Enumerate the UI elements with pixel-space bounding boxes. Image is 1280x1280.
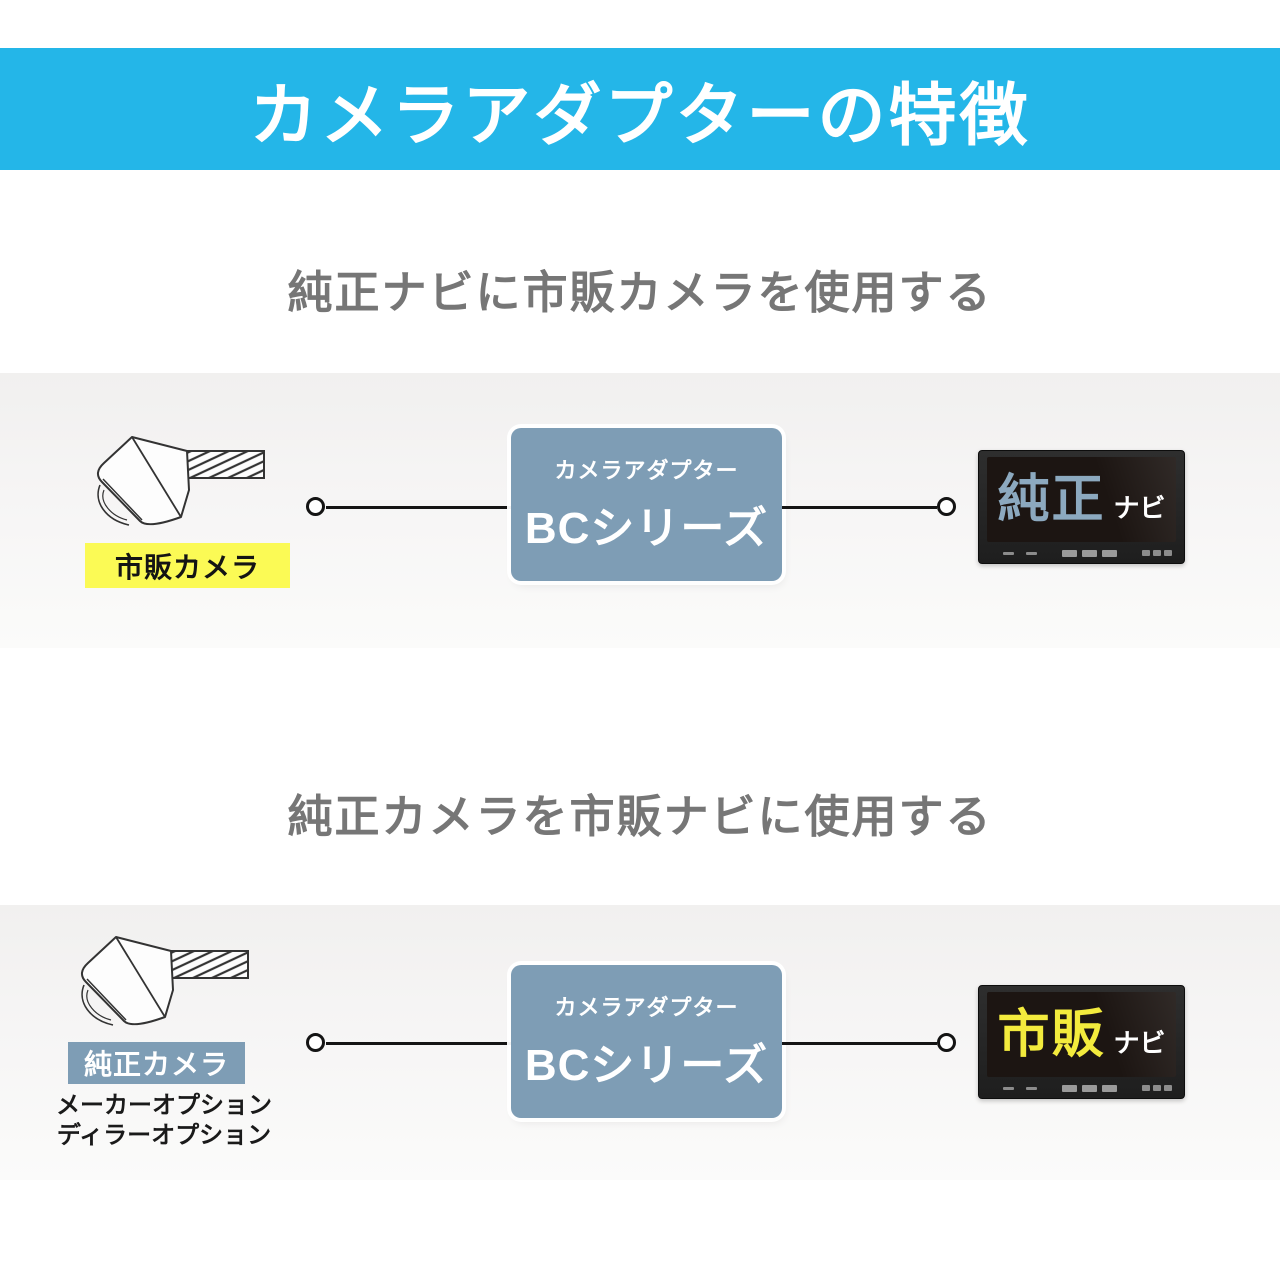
page-title: カメラアダプターの特徴 — [249, 77, 1031, 154]
camera-edge-line — [86, 978, 127, 1021]
navi-suffix-text: ナビ — [1113, 1028, 1166, 1058]
monitor-button — [1102, 549, 1117, 557]
camera-body — [81, 936, 174, 1026]
camera-label: 市販カメラ — [85, 543, 290, 588]
section2-diagram: 純正カメラ メーカーオプション ディラーオプション カメラアダプター BCシリー… — [0, 905, 1280, 1180]
camera-edge-line — [131, 436, 182, 518]
connector-line — [782, 506, 937, 509]
camera-illustration — [81, 936, 249, 1026]
monitor-button — [1003, 1086, 1014, 1090]
navi-screen: 市販 ナビ — [987, 992, 1176, 1077]
monitor-button — [1153, 1085, 1161, 1091]
monitor-button-group — [1142, 550, 1172, 556]
monitor-button — [1102, 1084, 1117, 1092]
monitor-button — [1062, 549, 1077, 557]
monitor-button — [1153, 550, 1161, 556]
adapter-box: カメラアダプター BCシリーズ — [511, 965, 782, 1118]
camera-sublabels: メーカーオプション ディラーオプション — [40, 1091, 288, 1151]
camera-body — [97, 436, 190, 526]
navi-monitor: 純正 ナビ — [978, 450, 1185, 564]
section1-title: 純正ナビに市販カメラを使用する — [287, 267, 993, 318]
monitor-button — [1062, 1084, 1077, 1092]
monitor-controls — [987, 1081, 1176, 1095]
connector-node — [937, 1033, 956, 1052]
camera-lens — [86, 989, 112, 1021]
adapter-box: カメラアダプター BCシリーズ — [511, 428, 782, 581]
monitor-button — [1082, 549, 1097, 557]
camera-edge-line — [115, 936, 166, 1018]
connector-node — [306, 1033, 325, 1052]
navi-highlight-text: 市販 — [997, 1006, 1106, 1064]
adapter-subtitle: カメラアダプター — [554, 458, 739, 483]
camera-sublabel: ディラーオプション — [56, 1122, 272, 1149]
camera-edge-line — [102, 478, 143, 521]
connector-line — [782, 1042, 937, 1045]
connector-node — [937, 497, 956, 516]
navi-suffix-text: ナビ — [1113, 493, 1166, 523]
section2-title: 純正カメラを市販ナビに使用する — [287, 791, 993, 842]
monitor-button-group — [1003, 551, 1037, 555]
monitor-button-group — [1062, 1084, 1117, 1092]
camera-screw — [183, 450, 265, 479]
monitor-button — [1142, 550, 1150, 556]
monitor-button — [1026, 1086, 1037, 1090]
monitor-button-group — [1003, 1086, 1037, 1090]
monitor-button — [1026, 551, 1037, 555]
navi-screen: 純正 ナビ — [987, 457, 1176, 542]
camera-lens — [102, 489, 128, 521]
camera-screw — [167, 950, 249, 979]
adapter-title: BCシリーズ — [524, 504, 769, 553]
monitor-button-group — [1142, 1085, 1172, 1091]
connector-node — [306, 497, 325, 516]
camera-sublabel: メーカーオプション — [56, 1092, 272, 1119]
header-band: カメラアダプターの特徴 — [0, 48, 1280, 170]
camera-lens — [97, 484, 130, 526]
section1-diagram: 市販カメラ カメラアダプター BCシリーズ 純正 ナビ — [0, 373, 1280, 648]
monitor-button — [1003, 551, 1014, 555]
monitor-button-group — [1062, 549, 1117, 557]
monitor-button — [1164, 1085, 1172, 1091]
adapter-subtitle: カメラアダプター — [554, 995, 739, 1020]
camera-lens — [81, 984, 114, 1026]
monitor-controls — [987, 546, 1176, 560]
monitor-button — [1082, 1084, 1097, 1092]
connector-line — [326, 1042, 512, 1045]
camera-illustration — [97, 436, 265, 526]
navi-highlight-text: 純正 — [997, 471, 1106, 529]
adapter-title: BCシリーズ — [524, 1041, 769, 1090]
monitor-button — [1142, 1085, 1150, 1091]
monitor-button — [1164, 550, 1172, 556]
navi-monitor: 市販 ナビ — [978, 985, 1185, 1099]
connector-line — [326, 506, 512, 509]
camera-label: 純正カメラ — [68, 1042, 245, 1084]
